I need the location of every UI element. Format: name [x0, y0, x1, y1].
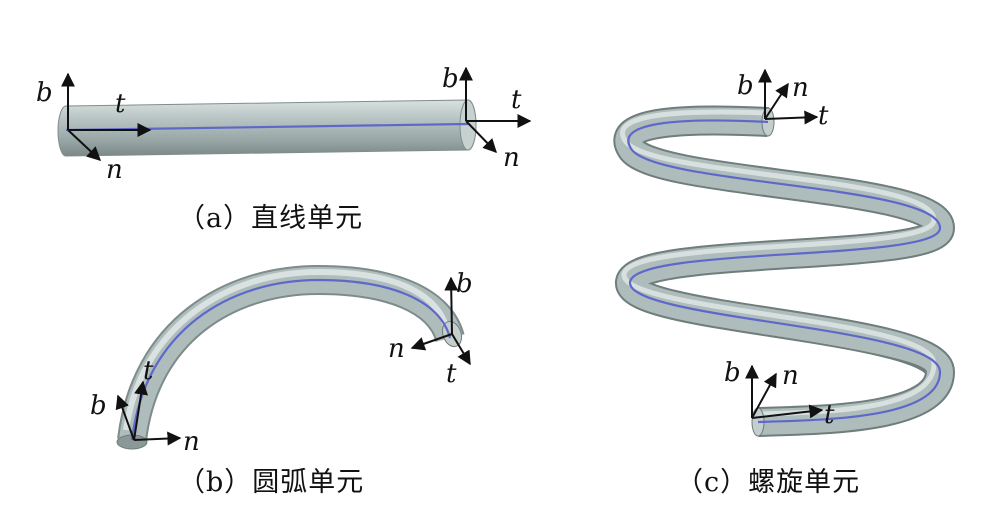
caption-b: （b）圆弧单元 [178, 467, 365, 498]
n-axis-arrow [67, 129, 102, 161]
n-axis-arrow [133, 431, 182, 446]
caption-c: （c）螺旋单元 [676, 467, 861, 498]
t-axis-arrow [751, 404, 824, 419]
t-axis-label: t [818, 101, 829, 131]
n-axis-label: n [503, 143, 520, 173]
panel-a-end-frame [459, 66, 532, 154]
panel-b-arc-unit: b t n b n t [90, 264, 473, 457]
t-axis-arrow [764, 110, 819, 125]
caption-a: （a）直线单元 [178, 203, 364, 234]
t-axis-label: t [824, 400, 835, 430]
n-axis-arrow [751, 372, 777, 419]
b-axis-label: b [36, 78, 53, 108]
panel-a-start-frame [61, 72, 152, 161]
b-axis-label: b [456, 269, 473, 299]
n-axis-arrow [465, 120, 497, 154]
n-axis-label: n [792, 73, 809, 103]
b-axis-label: b [90, 391, 107, 421]
n-axis-label: n [388, 334, 405, 364]
b-axis-label: b [442, 64, 459, 94]
b-axis-label: b [737, 71, 754, 101]
n-axis-label: n [183, 427, 200, 457]
panel-c-helix-unit: b n t b n t [613, 68, 955, 437]
arc-centerline [130, 278, 452, 441]
b-axis-arrow [115, 394, 135, 441]
n-axis-label: n [106, 155, 123, 185]
t-axis-label: t [511, 85, 522, 115]
panel-c-start-frame [745, 364, 824, 419]
t-axis-label: t [143, 356, 154, 386]
arc-tube-highlight [123, 268, 449, 431]
t-axis-arrow [451, 333, 471, 366]
n-axis-arrow [764, 82, 789, 120]
panel-b-end-frame [410, 276, 471, 366]
b-axis-arrow [444, 276, 459, 335]
panel-a-straight-unit: b t n b t n [36, 64, 532, 185]
helix-tube-highlight [620, 109, 937, 417]
b-axis-label: b [724, 358, 741, 388]
panel-b-start-frame [115, 380, 182, 446]
helix-centerline [627, 119, 942, 424]
t-axis-label: t [115, 89, 126, 119]
panel-c-end-frame [758, 68, 819, 125]
t-axis-arrow [133, 380, 148, 441]
t-axis-label: t [446, 359, 457, 389]
n-axis-arrow [410, 333, 453, 351]
n-axis-label: n [782, 361, 799, 391]
